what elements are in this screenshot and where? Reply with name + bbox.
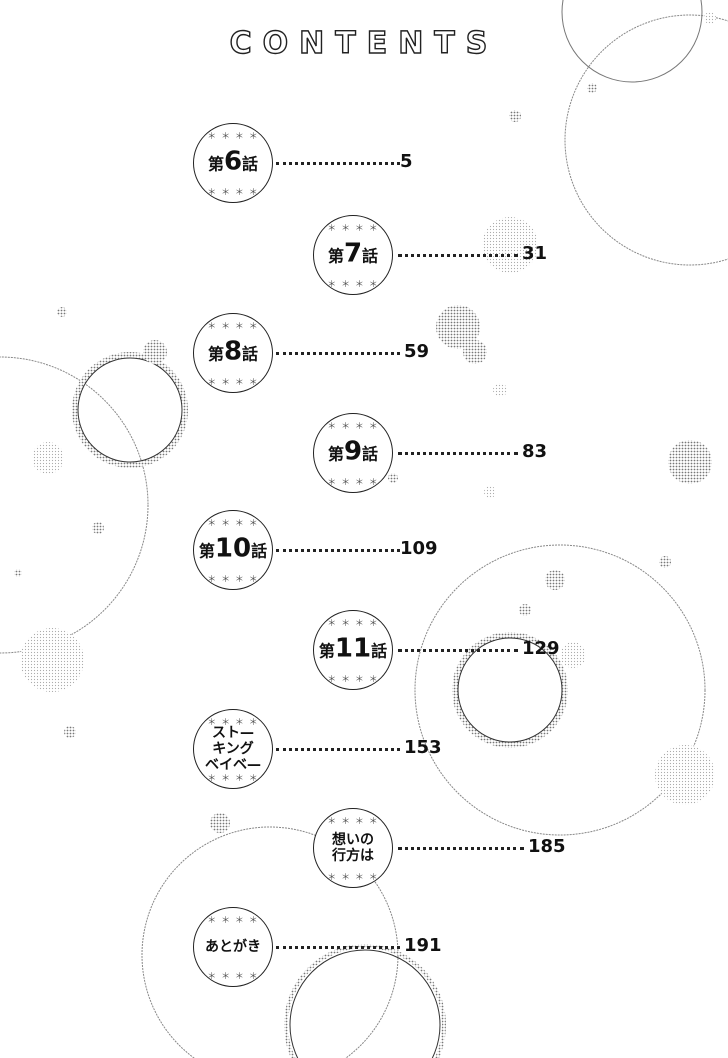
star-decoration: ＊ ＊ ＊ ＊ — [207, 378, 259, 388]
star-decoration: ＊ ＊ ＊ ＊ — [327, 619, 379, 629]
chapter-badge: ＊ ＊ ＊ ＊ 第6話 ＊ ＊ ＊ ＊ — [193, 123, 273, 203]
star-decoration: ＊ ＊ ＊ ＊ — [207, 972, 259, 982]
chapter-prefix: 第 — [207, 154, 224, 174]
star-decoration: ＊ ＊ ＊ ＊ — [327, 280, 379, 290]
star-decoration: ＊ ＊ ＊ ＊ — [327, 675, 379, 685]
dot-leader — [276, 352, 400, 355]
dot-leader — [398, 649, 518, 652]
star-decoration: ＊ ＊ ＊ ＊ — [327, 422, 379, 432]
chapter-label: 第7話 — [306, 241, 400, 267]
star-decoration: ＊ ＊ ＊ ＊ — [327, 224, 379, 234]
chapter-number: 6 — [223, 146, 243, 177]
chapter-label: 第9話 — [306, 439, 400, 465]
toc-entry[interactable]: ＊ ＊ ＊ ＊ 第9話 ＊ ＊ ＊ ＊ 83 — [313, 413, 572, 493]
chapter-prefix: 第 — [318, 641, 335, 661]
chapter-label: 第6話 — [186, 149, 280, 175]
chapter-badge: ＊ ＊ ＊ ＊ 想いの 行方は ＊ ＊ ＊ ＊ — [313, 808, 393, 888]
toc-entry[interactable]: ＊ ＊ ＊ ＊ 第7話 ＊ ＊ ＊ ＊ 31 — [313, 215, 572, 295]
page-number: 83 — [522, 441, 548, 462]
chapter-label: 第8話 — [186, 339, 280, 365]
chapter-suffix: 話 — [371, 641, 388, 661]
chapter-number: 7 — [343, 238, 363, 269]
star-decoration: ＊ ＊ ＊ ＊ — [207, 132, 259, 142]
dot-leader — [398, 847, 524, 850]
page-number: 5 — [400, 151, 413, 172]
page-number: 153 — [404, 737, 442, 758]
chapter-label: 想いの 行方は — [332, 832, 374, 864]
chapter-prefix: 第 — [327, 444, 344, 464]
chapter-suffix: 話 — [242, 344, 259, 364]
chapter-number: 8 — [223, 336, 243, 367]
star-decoration: ＊ ＊ ＊ ＊ — [207, 188, 259, 198]
chapter-label: スト— キング ベイベ— — [205, 725, 261, 773]
chapter-suffix: 話 — [242, 154, 259, 174]
star-decoration: ＊ ＊ ＊ ＊ — [207, 519, 259, 529]
star-decoration: ＊ ＊ ＊ ＊ — [327, 817, 379, 827]
chapter-label: 第10話 — [186, 536, 280, 562]
chapter-prefix: 第 — [198, 541, 215, 561]
toc-entry[interactable]: ＊ ＊ ＊ ＊ 第8話 ＊ ＊ ＊ ＊ 59 — [193, 313, 454, 393]
chapter-number: 10 — [214, 533, 252, 564]
page-number: 59 — [404, 341, 430, 362]
star-decoration: ＊ ＊ ＊ ＊ — [207, 774, 259, 784]
dot-leader — [276, 748, 400, 751]
chapter-badge: ＊ ＊ ＊ ＊ 第9話 ＊ ＊ ＊ ＊ — [313, 413, 393, 493]
chapter-number: 11 — [334, 633, 372, 664]
chapter-badge: ＊ ＊ ＊ ＊ 第10話 ＊ ＊ ＊ ＊ — [193, 510, 273, 590]
chapter-badge: ＊ ＊ ＊ ＊ 第8話 ＊ ＊ ＊ ＊ — [193, 313, 273, 393]
toc-entry[interactable]: ＊ ＊ ＊ ＊ 第6話 ＊ ＊ ＊ ＊ 5 — [193, 123, 450, 203]
chapter-label: あとがき — [205, 939, 261, 955]
dot-leader — [276, 946, 400, 949]
toc-entry[interactable]: ＊ ＊ ＊ ＊ 第10話 ＊ ＊ ＊ ＊ 109 — [193, 510, 450, 590]
chapter-number: 9 — [343, 436, 363, 467]
chapter-badge: ＊ ＊ ＊ ＊ 第11話 ＊ ＊ ＊ ＊ — [313, 610, 393, 690]
contents-title: CONTENTS — [229, 25, 499, 61]
chapter-label: 第11話 — [306, 636, 400, 662]
page-number: 129 — [522, 638, 560, 659]
dot-leader — [398, 452, 518, 455]
chapter-badge: ＊ ＊ ＊ ＊ 第7話 ＊ ＊ ＊ ＊ — [313, 215, 393, 295]
chapter-prefix: 第 — [207, 344, 224, 364]
star-decoration: ＊ ＊ ＊ ＊ — [207, 718, 259, 728]
toc-entry[interactable]: ＊ ＊ ＊ ＊ 第11話 ＊ ＊ ＊ ＊ 129 — [313, 610, 572, 690]
page-number: 109 — [400, 538, 438, 559]
page-number: 191 — [404, 935, 442, 956]
chapter-badge: ＊ ＊ ＊ ＊スト— キング ベイベ—＊ ＊ ＊ ＊ — [193, 709, 273, 789]
dot-leader — [276, 549, 400, 552]
star-decoration: ＊ ＊ ＊ ＊ — [327, 478, 379, 488]
dot-leader — [276, 162, 400, 165]
toc-entry[interactable]: ＊ ＊ ＊ ＊ 想いの 行方は ＊ ＊ ＊ ＊ 185 — [313, 808, 578, 888]
star-decoration: ＊ ＊ ＊ ＊ — [207, 322, 259, 332]
chapter-prefix: 第 — [327, 246, 344, 266]
star-decoration: ＊ ＊ ＊ ＊ — [207, 916, 259, 926]
dot-leader — [398, 254, 518, 257]
toc-entry[interactable]: ＊ ＊ ＊ ＊スト— キング ベイベ—＊ ＊ ＊ ＊ 153 — [193, 709, 454, 789]
star-decoration: ＊ ＊ ＊ ＊ — [207, 575, 259, 585]
chapter-badge: ＊ ＊ ＊ ＊ あとがき ＊ ＊ ＊ ＊ — [193, 907, 273, 987]
chapter-suffix: 話 — [251, 541, 268, 561]
toc-entry[interactable]: ＊ ＊ ＊ ＊ あとがき ＊ ＊ ＊ ＊ 191 — [193, 907, 454, 987]
star-decoration: ＊ ＊ ＊ ＊ — [327, 873, 379, 883]
chapter-suffix: 話 — [362, 444, 379, 464]
page-number: 185 — [528, 836, 566, 857]
page-number: 31 — [522, 243, 548, 264]
chapter-suffix: 話 — [362, 246, 379, 266]
